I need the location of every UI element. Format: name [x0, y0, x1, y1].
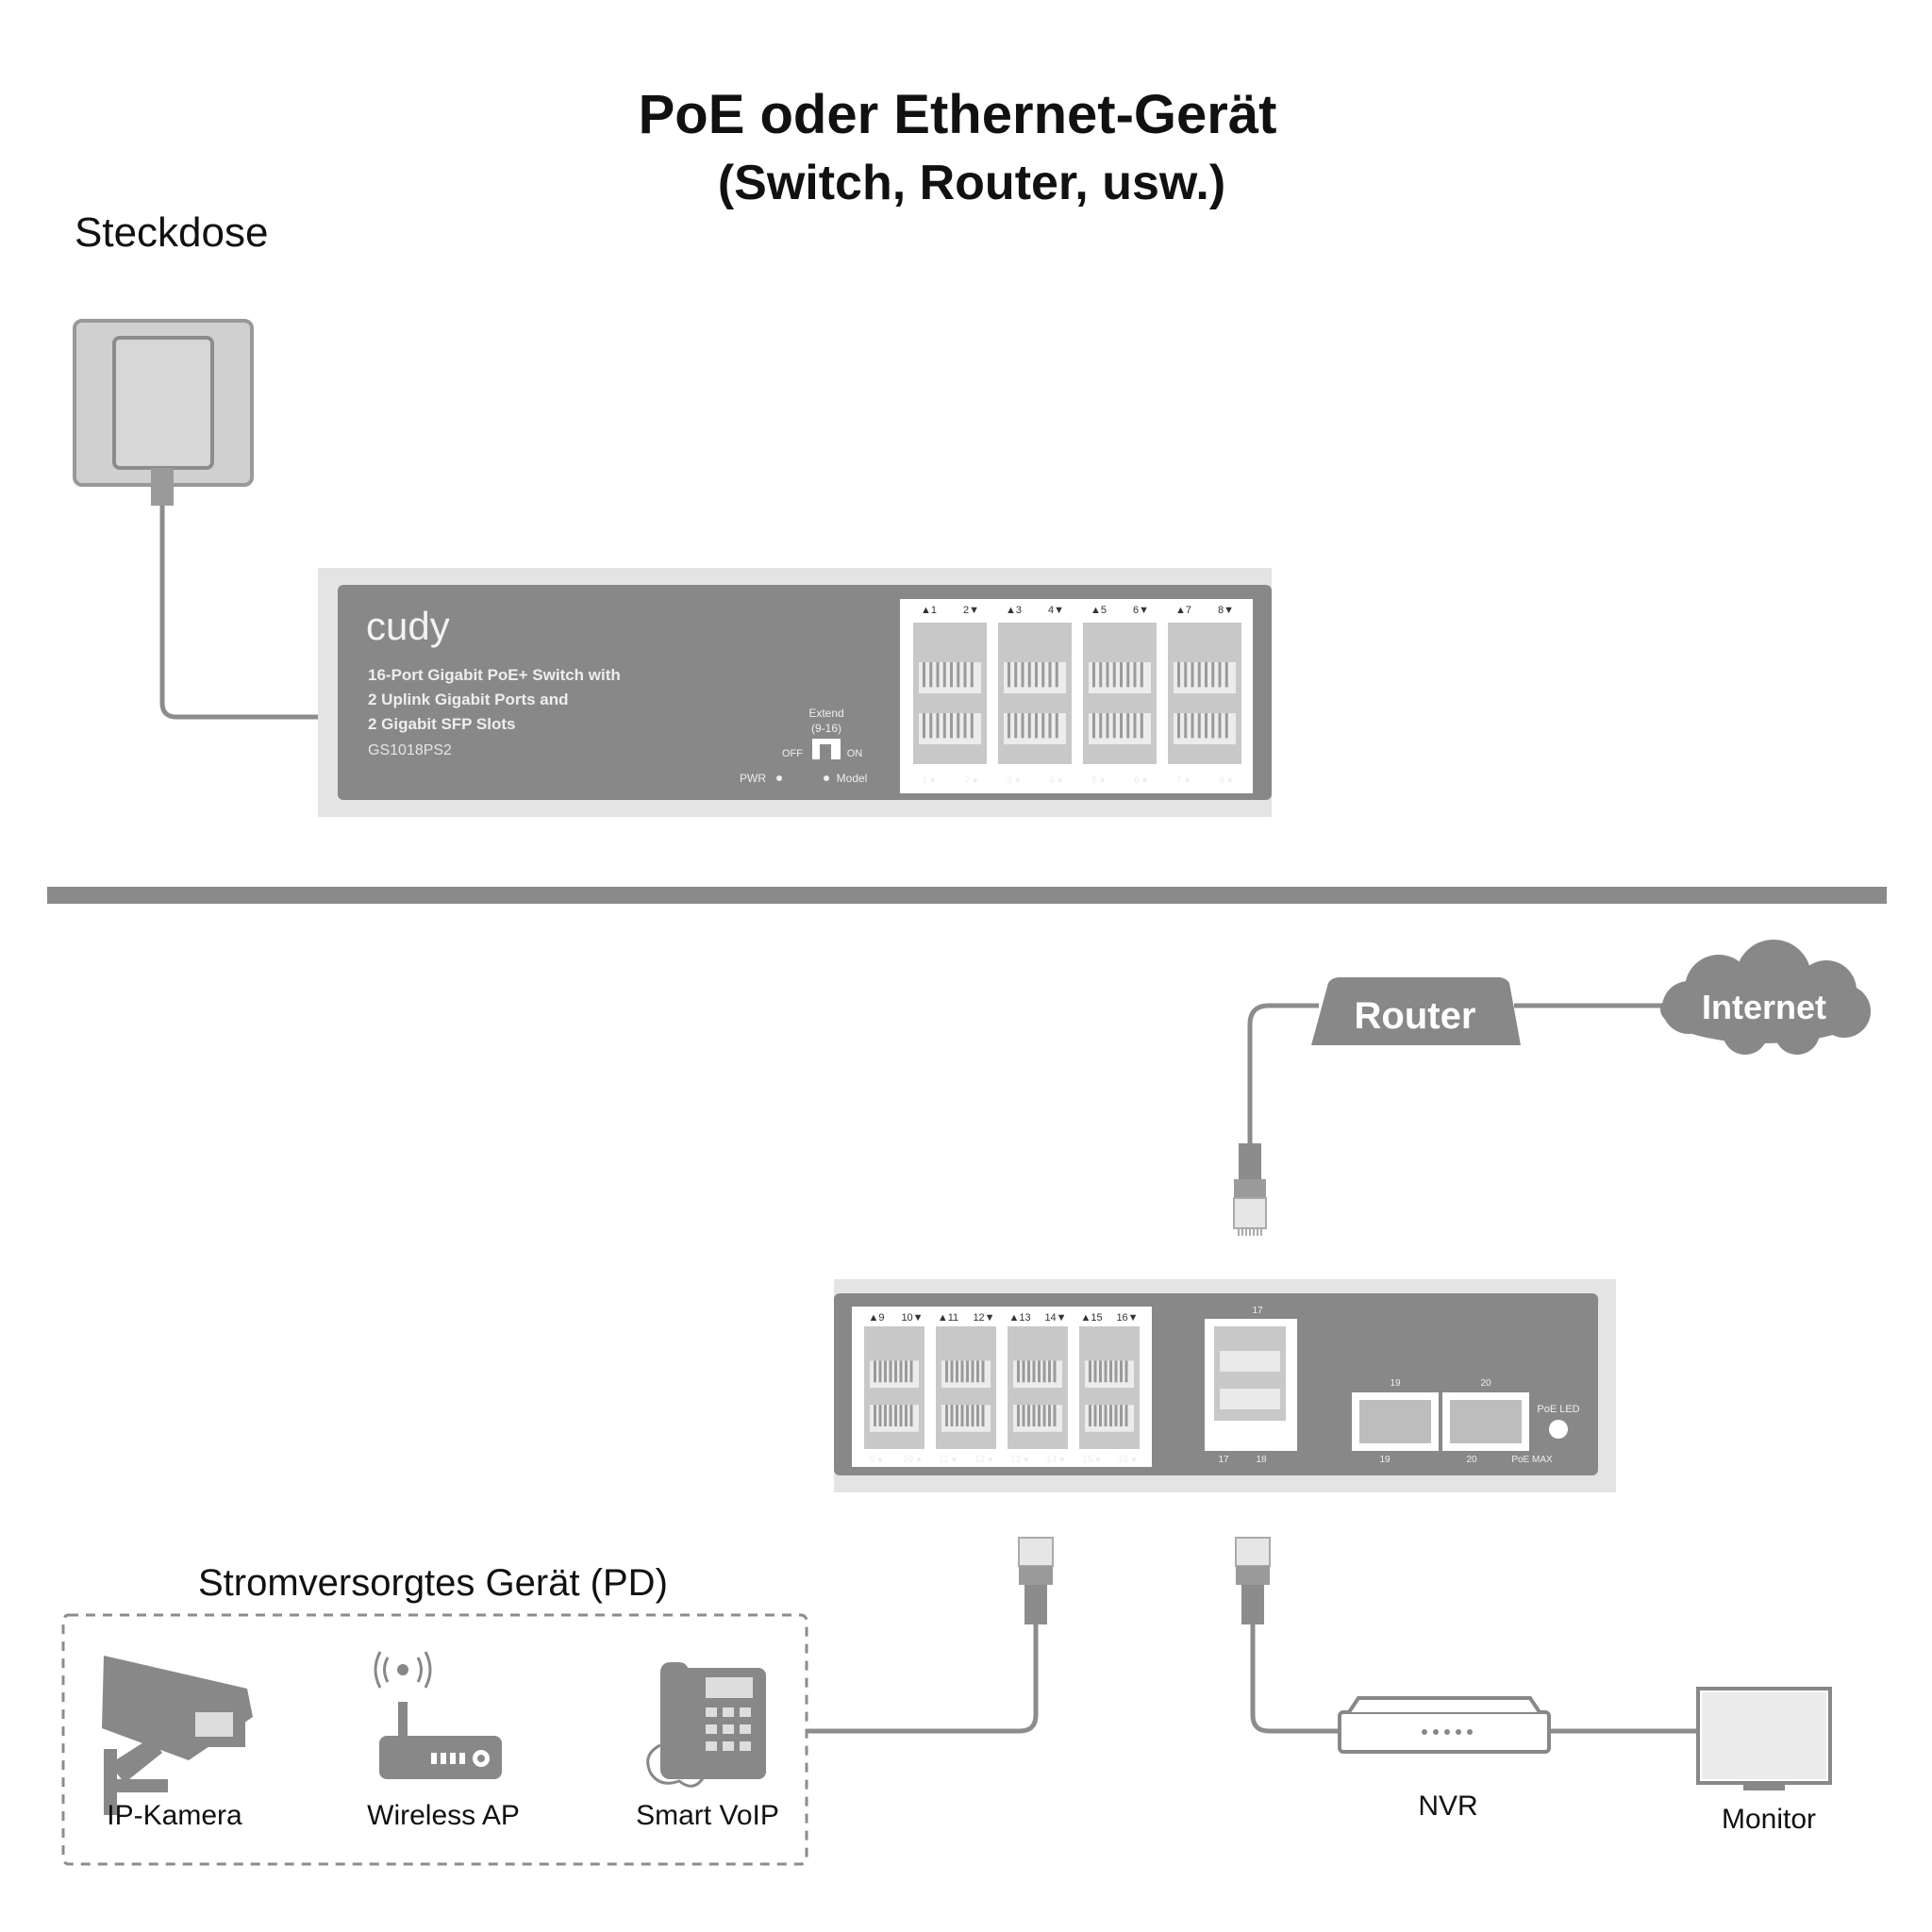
front-top-label-1: ▲1: [921, 605, 937, 616]
rear-bottom-label-11: 11 ●: [939, 1455, 957, 1465]
front-bottom-label-6: 6 ●: [1134, 775, 1147, 786]
rear-bottom-label-15: 15 ●: [1082, 1455, 1101, 1465]
rear-port-2: [936, 1326, 996, 1449]
uplink-port-18-bottom: 18: [1256, 1455, 1267, 1465]
front-top-label-6: 6▼: [1133, 605, 1149, 616]
sfp-19-top: 19: [1390, 1378, 1401, 1389]
poe-max-label: PoE MAX: [1511, 1455, 1553, 1465]
diagram-subtitle: (Switch, Router, usw.): [717, 156, 1226, 210]
powered-device-group-label: Stromversorgtes Gerät (PD): [198, 1562, 668, 1604]
rear-bottom-label-9: 9 ●: [870, 1455, 883, 1465]
nvr-cable-plug: [1235, 1537, 1271, 1624]
front-port-2: [998, 623, 1072, 764]
uplink-port-icon: [1214, 1326, 1286, 1421]
front-bottom-label-7: 7 ●: [1176, 775, 1190, 786]
diagram-title: PoE oder Ethernet-Gerät: [638, 84, 1277, 145]
ip-camera-label: IP-Kamera: [107, 1800, 242, 1831]
monitor-icon: [1696, 1687, 1832, 1790]
rear-top-label-13: ▲13: [1008, 1312, 1030, 1324]
rear-port-1: [864, 1326, 924, 1449]
rear-port-4: [1079, 1326, 1140, 1449]
switch-front-panel: cudy 16-Port Gigabit PoE+ Switch with 2 …: [318, 568, 1272, 817]
switch-desc-line2: 2 Uplink Gigabit Ports and: [368, 691, 569, 708]
router-icon: Router: [1311, 977, 1521, 1045]
extend-label: Extend: [808, 707, 843, 720]
power-cable: [159, 506, 321, 720]
internet-label: Internet: [1702, 988, 1826, 1026]
front-bottom-label-1: 1 ●: [922, 775, 935, 786]
front-bottom-label-4: 4 ●: [1049, 775, 1062, 786]
front-bottom-label-3: 3 ●: [1007, 775, 1020, 786]
nvr-cable: [1250, 1623, 1340, 1734]
pd-cable: [807, 1623, 1039, 1734]
ip-camera-icon: [102, 1656, 253, 1815]
pwr-label: PWR: [740, 772, 766, 785]
router-label: Router: [1355, 995, 1476, 1037]
rear-bottom-label-13: 13 ●: [1010, 1455, 1029, 1465]
uplink-port-17-top: 17: [1252, 1306, 1263, 1316]
nvr-label: NVR: [1418, 1790, 1478, 1822]
rear-bottom-label-10: 10 ●: [903, 1455, 922, 1465]
switch-model: GS1018PS2: [368, 742, 452, 758]
front-port-3: [1083, 623, 1157, 764]
rear-top-label-12: 12▼: [973, 1312, 994, 1324]
uplink-port-17-bottom: 17: [1218, 1455, 1229, 1465]
rj45-plug-icon: [1233, 1143, 1267, 1236]
switch-desc-line1: 16-Port Gigabit PoE+ Switch with: [368, 666, 621, 684]
on-label: ON: [847, 748, 863, 759]
voip-phone-icon: [646, 1662, 766, 1788]
switch-brand-logo: cudy: [366, 604, 450, 648]
front-top-label-5: ▲5: [1091, 605, 1107, 616]
powered-device-group: [61, 1613, 808, 1866]
front-top-label-3: ▲3: [1006, 605, 1022, 616]
front-top-label-8: 8▼: [1218, 605, 1234, 616]
mode-label: Model: [837, 772, 868, 785]
wireless-ap-icon: [374, 1651, 502, 1779]
front-bottom-label-5: 5 ●: [1091, 775, 1105, 786]
front-bottom-label-2: 2 ●: [964, 775, 977, 786]
poe-led-button: [1549, 1420, 1568, 1439]
sfp-20-bottom: 20: [1466, 1455, 1477, 1465]
section-divider: [47, 887, 1887, 904]
front-top-label-7: ▲7: [1175, 605, 1191, 616]
rear-top-label-10: 10▼: [901, 1312, 923, 1324]
front-bottom-label-8: 8 ●: [1219, 775, 1232, 786]
rear-top-label-16: 16▼: [1116, 1312, 1138, 1324]
switch-rear-panel: ▲9 10▼ ▲11 12▼ ▲13 14▼ ▲15 16▼ 9 ● 10 ● 11 ● 12 ● 13…: [834, 1279, 1616, 1492]
socket-label: Steckdose: [75, 209, 269, 256]
front-top-label-4: 4▼: [1048, 605, 1064, 616]
front-top-label-2: 2▼: [963, 605, 979, 616]
front-port-4: [1168, 623, 1241, 764]
monitor-label: Monitor: [1721, 1804, 1817, 1835]
rear-top-label-9: ▲9: [868, 1312, 884, 1324]
rear-top-label-15: ▲15: [1080, 1312, 1102, 1324]
off-label: OFF: [782, 748, 803, 759]
sfp-20-top: 20: [1480, 1378, 1491, 1389]
router-uplink-cable: [1247, 1003, 1319, 1146]
rear-top-label-14: 14▼: [1044, 1312, 1066, 1324]
rear-port-3: [1008, 1326, 1068, 1449]
nvr-icon: [1338, 1696, 1551, 1754]
power-socket-icon: [73, 319, 254, 506]
rear-top-label-11: ▲11: [938, 1312, 958, 1324]
wireless-ap-label: Wireless AP: [367, 1800, 520, 1831]
internet-cloud-icon: Internet: [1660, 940, 1871, 1055]
poe-led-label: PoE LED: [1537, 1404, 1579, 1415]
rear-bottom-label-12: 12 ●: [974, 1455, 993, 1465]
switch-desc-line3: 2 Gigabit SFP Slots: [368, 715, 516, 733]
front-port-1: [913, 623, 987, 764]
sfp-19-bottom: 19: [1379, 1455, 1391, 1465]
voip-label: Smart VoIP: [636, 1800, 779, 1831]
rear-bottom-label-16: 16 ●: [1118, 1455, 1137, 1465]
pd-cable-plug: [1018, 1537, 1054, 1624]
extend-range-label: (9-16): [811, 722, 841, 735]
rear-bottom-label-14: 14 ●: [1046, 1455, 1065, 1465]
